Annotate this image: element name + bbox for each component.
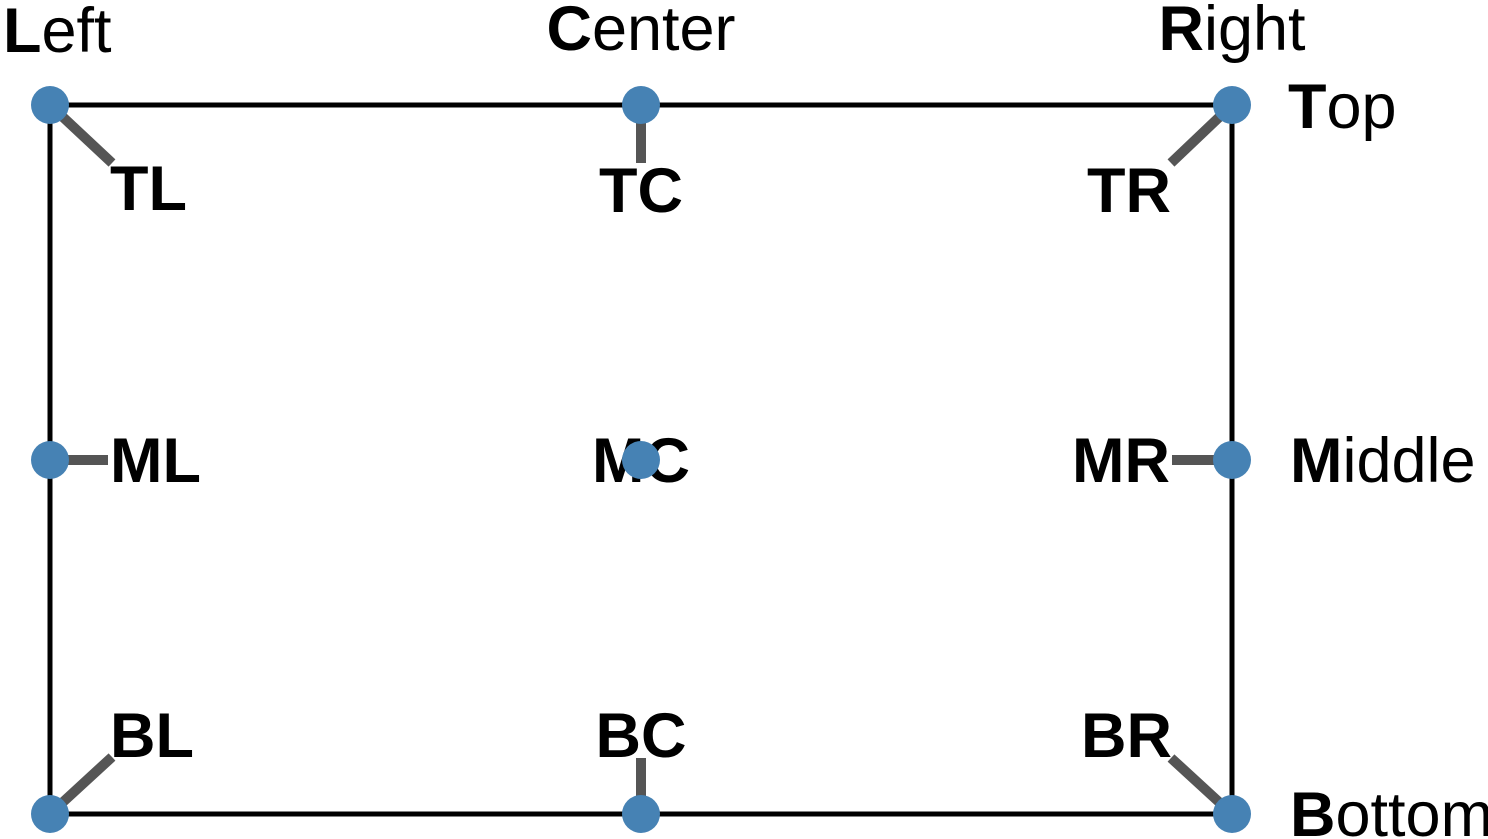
anchor-label-bc: BC (596, 701, 687, 771)
edge-label-right: Right (1158, 0, 1306, 64)
anchor-label-tl: TL (110, 154, 187, 224)
edge-label-bottom-initial: B (1290, 780, 1336, 839)
anchor-point-mr (1213, 441, 1251, 479)
edge-label-left: Left (3, 0, 112, 66)
edge-label-right-initial: R (1158, 0, 1204, 64)
edge-label-center-initial: C (546, 0, 592, 64)
anchor-point-ml (31, 441, 69, 479)
edge-label-middle-rest: iddle (1342, 426, 1475, 496)
anchor-label-bl: BL (110, 701, 194, 771)
edge-label-center: Center (546, 0, 735, 64)
edge-label-top-rest: op (1326, 72, 1396, 142)
edge-label-left-rest: eft (41, 0, 112, 66)
anchor-point-tl (31, 86, 69, 124)
anchor-point-bl (31, 795, 69, 833)
anchor-label-mr: MR (1072, 426, 1170, 496)
edge-label-center-rest: enter (592, 0, 736, 64)
edge-label-middle-initial: M (1290, 426, 1342, 496)
anchor-point-mc (622, 441, 660, 479)
edge-label-bottom: Bottom (1290, 780, 1488, 839)
edge-label-middle: Middle (1290, 426, 1476, 496)
edge-label-bottom-rest: ottom (1336, 780, 1488, 839)
anchor-point-tc (622, 86, 660, 124)
anchor-label-br: BR (1081, 701, 1172, 771)
anchor-point-br (1213, 795, 1251, 833)
anchor-label-tr: TR (1087, 156, 1171, 226)
edge-label-top-initial: T (1288, 72, 1326, 142)
edge-label-top: Top (1288, 72, 1397, 142)
anchor-point-tr (1213, 86, 1251, 124)
anchor-label-tc: TC (599, 156, 683, 226)
anchor-label-ml: ML (110, 426, 201, 496)
edge-label-left-initial: L (3, 0, 41, 66)
anchor-point-bc (622, 795, 660, 833)
edge-label-right-rest: ight (1204, 0, 1306, 64)
